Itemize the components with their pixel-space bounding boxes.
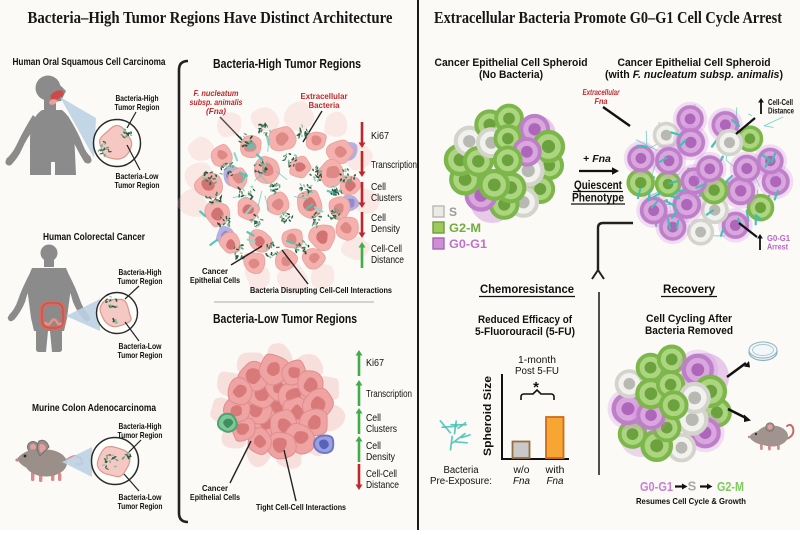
svg-text:Bacteria-Low: Bacteria-Low — [119, 493, 163, 502]
svg-text:+ Fna: + Fna — [583, 153, 611, 165]
svg-text:Cell: Cell — [371, 213, 386, 224]
svg-text:Clusters: Clusters — [371, 193, 402, 204]
svg-text:G2-M: G2-M — [717, 479, 744, 494]
svg-text:Cell: Cell — [371, 182, 386, 193]
svg-text:S: S — [688, 479, 697, 494]
svg-text:Ki67: Ki67 — [366, 358, 384, 369]
svg-text:Recovery: Recovery — [663, 282, 715, 296]
svg-text:Cancer Epithelial Cell Spheroi: Cancer Epithelial Cell Spheroid — [435, 57, 588, 69]
svg-text:Clusters: Clusters — [366, 424, 397, 435]
svg-text:Tumor Region: Tumor Region — [118, 351, 163, 360]
svg-text:Cancer Epithelial Cell Spheroi: Cancer Epithelial Cell Spheroid — [618, 57, 771, 69]
svg-text:(No Bacteria): (No Bacteria) — [479, 69, 543, 81]
svg-text:Human Colorectal Cancer: Human Colorectal Cancer — [43, 232, 145, 243]
svg-text:Phenotype: Phenotype — [572, 191, 624, 205]
svg-text:Bacteria Removed: Bacteria Removed — [645, 325, 733, 337]
svg-text:Bacteria-High: Bacteria-High — [119, 268, 162, 277]
svg-text:Arrest: Arrest — [767, 243, 788, 252]
svg-text:subsp. animalis: subsp. animalis — [190, 98, 243, 107]
svg-text:with: with — [544, 465, 564, 476]
svg-text:Distance: Distance — [768, 107, 795, 116]
svg-text:Chemoresistance: Chemoresistance — [480, 282, 574, 296]
svg-text:Cell: Cell — [366, 441, 381, 452]
svg-text:Murine Colon Adenocarcinoma: Murine Colon Adenocarcinoma — [32, 403, 156, 414]
svg-text:Tumor Region: Tumor Region — [118, 502, 163, 511]
svg-text:Tight Cell-Cell Interactions: Tight Cell-Cell Interactions — [256, 503, 346, 512]
svg-text:Tumor Region: Tumor Region — [115, 181, 160, 190]
svg-text:Ki67: Ki67 — [371, 131, 389, 142]
svg-text:Extracellular: Extracellular — [301, 92, 349, 101]
svg-text:Density: Density — [366, 452, 396, 463]
svg-text:G0-G1: G0-G1 — [449, 239, 488, 251]
svg-text:Density: Density — [371, 224, 401, 235]
svg-text:Bacteria: Bacteria — [309, 101, 340, 110]
svg-text:Bacteria-Low: Bacteria-Low — [116, 172, 160, 181]
svg-text:5-Fluorouracil (5-FU): 5-Fluorouracil (5-FU) — [475, 326, 575, 338]
svg-text:Bacteria-Low: Bacteria-Low — [119, 342, 163, 351]
svg-text:Bacteria–High Tumor Regions Ha: Bacteria–High Tumor Regions Have Distinc… — [28, 8, 393, 27]
svg-text:G2-M: G2-M — [449, 223, 481, 235]
svg-text:(Fna): (Fna) — [206, 107, 226, 116]
svg-text:Fna: Fna — [595, 97, 608, 106]
svg-text:F. nucleatum: F. nucleatum — [194, 89, 239, 98]
svg-text:Tumor Region: Tumor Region — [115, 103, 160, 112]
svg-text:Extracellular: Extracellular — [583, 88, 621, 97]
svg-text:Post 5-FU: Post 5-FU — [515, 366, 559, 377]
svg-text:Human Oral Squamous Cell Carci: Human Oral Squamous Cell Carcinoma — [13, 57, 166, 68]
svg-text:(with F. nucleatum subsp. anim: (with F. nucleatum subsp. animalis) — [605, 69, 783, 81]
svg-text:Bacteria-Low Tumor Regions: Bacteria-Low Tumor Regions — [213, 311, 357, 326]
svg-text:Cell: Cell — [366, 413, 381, 424]
svg-text:Fna: Fna — [513, 476, 530, 487]
svg-text:Epithelial Cells: Epithelial Cells — [190, 493, 240, 502]
svg-text:1-month: 1-month — [518, 355, 556, 366]
svg-text:G0-G1: G0-G1 — [640, 479, 673, 494]
svg-text:w/o: w/o — [512, 465, 529, 476]
svg-text:S: S — [449, 207, 457, 219]
svg-text:Reduced Efficacy of: Reduced Efficacy of — [478, 314, 572, 326]
svg-text:Epithelial Cells: Epithelial Cells — [190, 276, 240, 285]
svg-text:Bacteria-High: Bacteria-High — [119, 422, 162, 431]
svg-text:Bacteria-High Tumor Regions: Bacteria-High Tumor Regions — [213, 56, 361, 71]
svg-text:Extracellular Bacteria Promote: Extracellular Bacteria Promote G0–G1 Cel… — [434, 8, 782, 27]
svg-text:Pre-Exposure:: Pre-Exposure: — [430, 476, 492, 487]
svg-text:Transcription: Transcription — [366, 389, 412, 400]
svg-text:Distance: Distance — [371, 255, 404, 266]
svg-text:Cell-Cell: Cell-Cell — [366, 469, 397, 480]
svg-text:Transcription: Transcription — [371, 160, 417, 171]
svg-text:Bacteria Disrupting Cell-Cell: Bacteria Disrupting Cell-Cell Interactio… — [250, 286, 392, 295]
svg-text:Cell-Cell: Cell-Cell — [371, 244, 402, 255]
svg-text:Spheroid Size: Spheroid Size — [482, 376, 494, 456]
svg-text:Resumes Cell Cycle & Growth: Resumes Cell Cycle & Growth — [636, 496, 746, 506]
svg-text:Cancer: Cancer — [202, 484, 229, 493]
svg-text:Bacteria: Bacteria — [444, 465, 479, 476]
svg-text:Bacteria-High: Bacteria-High — [116, 94, 159, 103]
svg-text:Cancer: Cancer — [202, 267, 229, 276]
svg-text:Tumor Region: Tumor Region — [118, 277, 163, 286]
svg-text:Fna: Fna — [547, 476, 564, 487]
svg-text:Cell Cycling After: Cell Cycling After — [646, 313, 733, 325]
svg-text:Tumor Region: Tumor Region — [118, 431, 163, 440]
svg-text:Distance: Distance — [366, 480, 399, 491]
